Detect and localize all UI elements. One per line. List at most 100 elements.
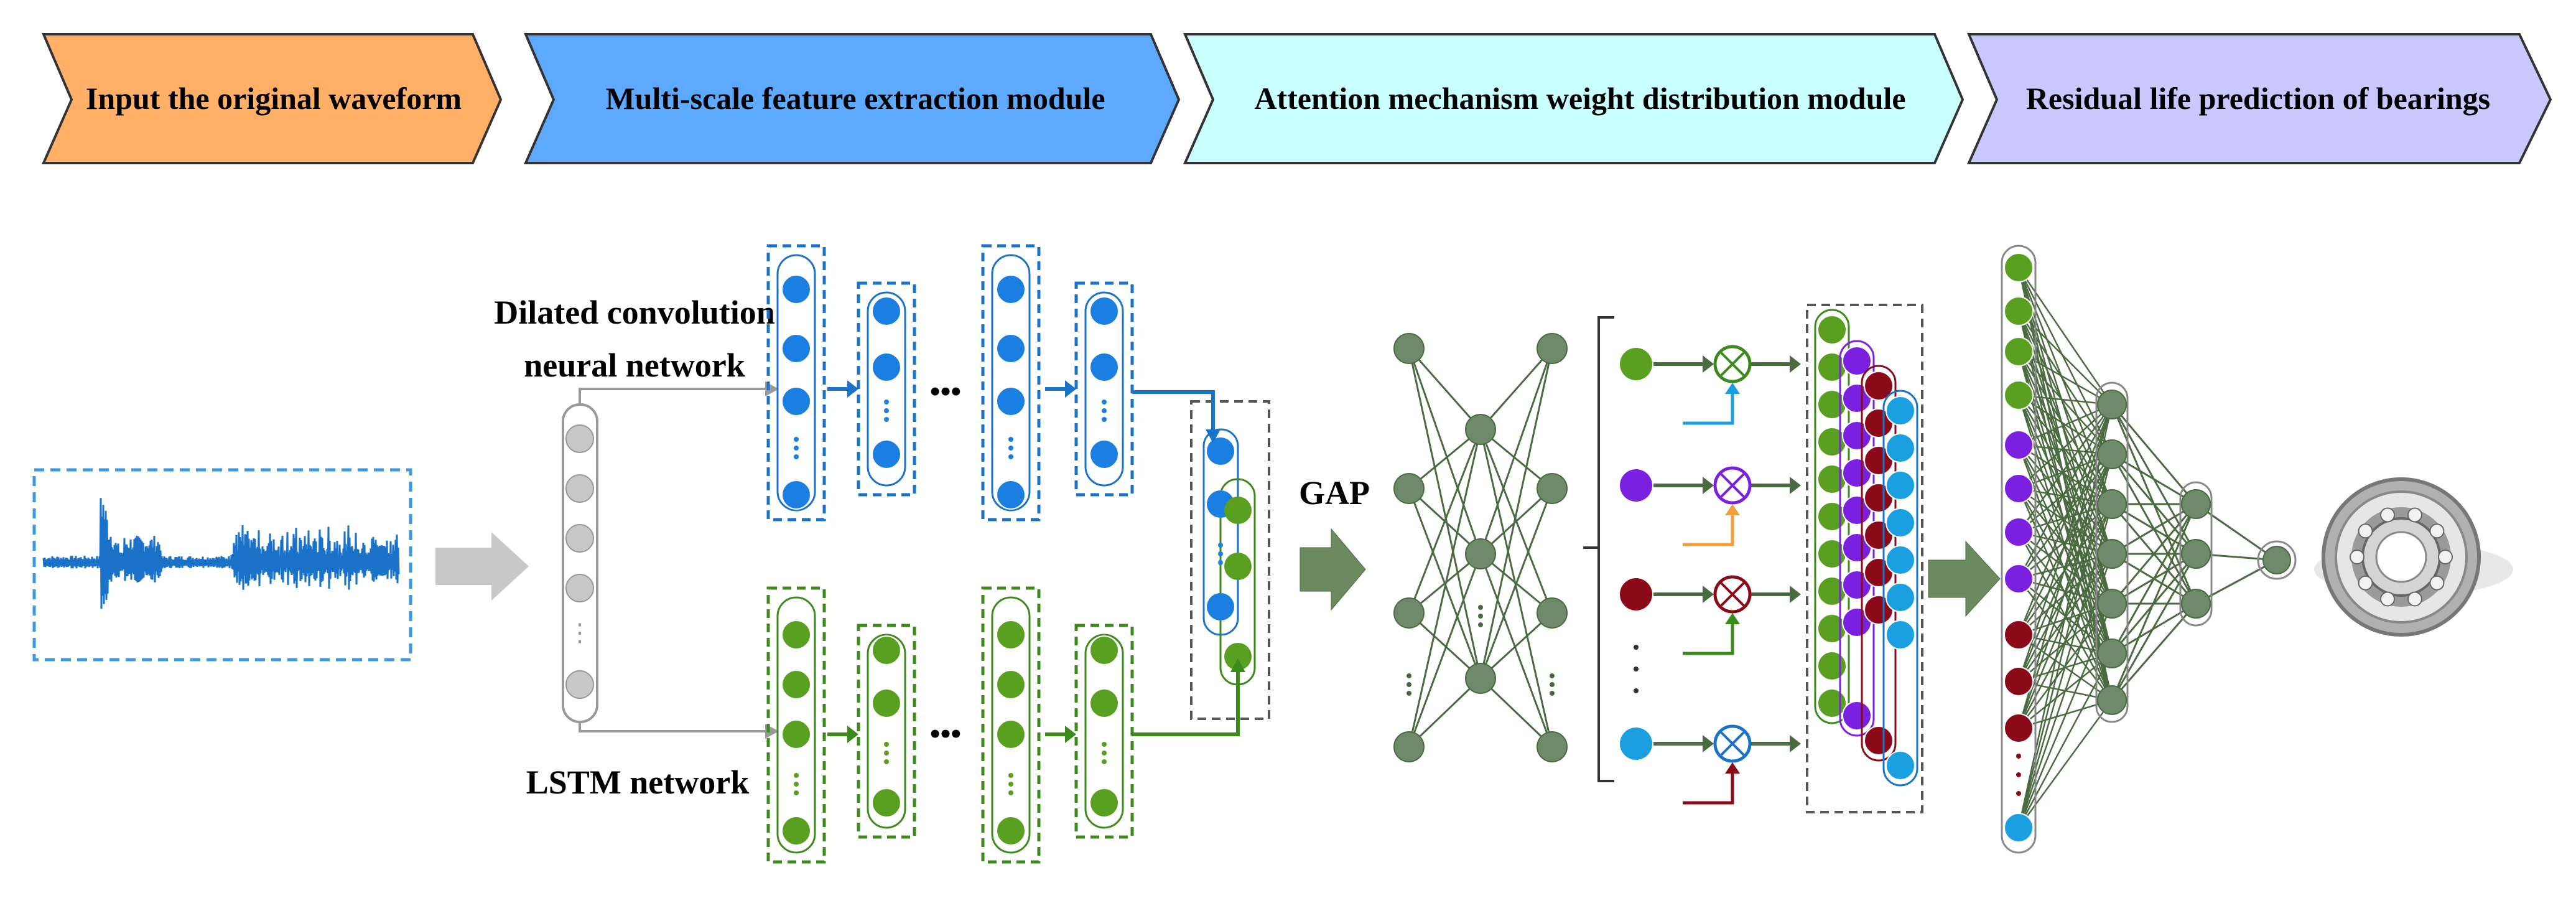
lstm-to-fusion-arrowhead (1230, 658, 1245, 672)
dcnn-node (1089, 296, 1119, 326)
weighted-node (1886, 433, 1915, 463)
fusion-dot (1218, 560, 1223, 565)
weighted-node (1817, 315, 1847, 345)
gap-edge (1479, 488, 1553, 679)
dcnn-node (781, 274, 811, 304)
attention-gate-line (1683, 772, 1734, 805)
fusion-dot (1218, 543, 1223, 548)
weighted-node (1886, 583, 1915, 612)
gap-edge (1408, 612, 1482, 680)
pred-input-node (2004, 713, 2034, 743)
gap-node (1393, 473, 1425, 504)
pred-input-node (2004, 253, 2034, 283)
lstm-node (781, 620, 811, 650)
multiply-icon-stroke (1720, 473, 1745, 498)
attention-gate-arrowhead (1725, 383, 1740, 394)
dcnn-arrow-arrowhead (1065, 380, 1076, 398)
prediction-network (2001, 245, 2297, 854)
pred-output-ring (2257, 540, 2297, 580)
lstm-dot (1102, 759, 1107, 764)
input-arrow (435, 532, 529, 601)
attention-arrow-arrowhead (1790, 355, 1801, 373)
banner-input-shape (41, 33, 503, 164)
lstm-dot (794, 782, 799, 787)
pred-edge (2111, 503, 2197, 701)
attention-gate-arrowhead (1725, 762, 1740, 774)
attention-rows (1620, 345, 1801, 805)
branch-line-lower (579, 722, 765, 732)
bearing-ball (2380, 591, 2396, 607)
lstm-node (996, 670, 1026, 699)
gap-dot (1407, 682, 1411, 687)
bearing-ball (2358, 575, 2373, 591)
bearing-icon (2314, 477, 2513, 637)
lstm-dot (794, 773, 799, 778)
lstm-node (1089, 788, 1119, 818)
pred-output-node (2262, 546, 2291, 574)
lstm-capsule (1084, 634, 1124, 829)
gap-dot (1550, 682, 1555, 687)
attention-input-node (1620, 578, 1652, 611)
dcnn-dot (884, 400, 889, 405)
pred-hidden2-node (2181, 489, 2211, 519)
banner-prediction-shape (1966, 33, 2552, 164)
gap-edge (1479, 487, 1553, 555)
weighted-node (1842, 701, 1872, 731)
dcnn-dot (1102, 408, 1107, 413)
weighted-node (1817, 539, 1847, 569)
lstm-column-box (1074, 624, 1134, 839)
lstm-node (1089, 688, 1119, 718)
gap-node (1537, 597, 1568, 629)
dcnn-node (781, 386, 811, 416)
bearing-ball (2358, 523, 2373, 539)
pred-hidden2-node (2181, 539, 2211, 569)
lstm-capsule (867, 634, 906, 829)
pred-hidden-capsule (2095, 381, 2129, 723)
attention-gate-line (1683, 392, 1734, 425)
gap-node (1465, 538, 1496, 569)
attention-input-node (1620, 469, 1652, 502)
gap-label: GAP (1299, 474, 1370, 512)
bearing-ball (2350, 550, 2364, 564)
bearing-ball (2380, 507, 2396, 523)
lstm-dot (794, 790, 799, 795)
lstm-node (872, 688, 901, 718)
lstm-node (781, 719, 811, 749)
gap-dot (1407, 691, 1411, 696)
dcnn-node (1089, 439, 1119, 469)
dcnn-capsule (1084, 291, 1124, 487)
lstm-dot (1008, 782, 1013, 787)
attention-gate-line (1683, 513, 1734, 546)
waveform-signal (42, 498, 400, 609)
pred-input-node (2004, 380, 2034, 410)
gap-dot (1478, 605, 1483, 610)
lstm-dot (1008, 773, 1013, 778)
attention-arrow-arrowhead (1790, 477, 1801, 494)
pred-hidden-node (2097, 489, 2127, 519)
attention-arrow-arrowhead (1703, 735, 1714, 752)
gap-arrow (1300, 528, 1366, 611)
banner-input-label: Input the original waveform (86, 81, 462, 116)
dcnn-column-box (766, 244, 826, 522)
dcnn-node (781, 334, 811, 363)
weighted-node (1817, 651, 1847, 681)
dcnn-dot (1102, 400, 1107, 405)
multiply-icon-stroke (1720, 352, 1745, 377)
dcnn-label-line1: Dilated convolution (494, 294, 775, 331)
input-node (565, 574, 594, 602)
lstm-node (996, 816, 1026, 846)
lstm-node (1089, 635, 1119, 665)
pred-edge (2017, 454, 2113, 729)
gap-dot (1478, 614, 1483, 619)
attention-arrow-arrowhead (1703, 355, 1714, 373)
weighted-node (1817, 352, 1847, 382)
pred-hidden-node (2097, 539, 2127, 569)
dcnn-node (996, 480, 1026, 510)
fusion-node-blue (1207, 593, 1234, 620)
input-ellipsis: ⋮ (567, 619, 592, 647)
gap-node (1393, 333, 1425, 364)
gap-edge (1408, 429, 1482, 747)
fusion-node-green (1224, 497, 1252, 524)
